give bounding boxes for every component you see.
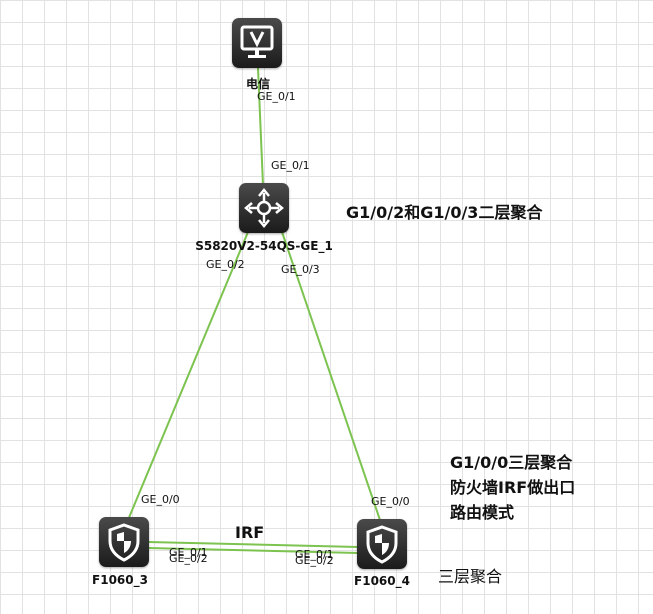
fw4-label: F1060_4 bbox=[354, 574, 410, 588]
link-telecom-switch[interactable] bbox=[257, 67, 264, 186]
port-fw4-up: GE_0/0 bbox=[371, 495, 410, 508]
link-switch-fw4[interactable] bbox=[281, 231, 381, 521]
switch-aggregation-note: G1/0/2和G1/0/3二层聚合 bbox=[346, 203, 543, 222]
switch-label: S5820V2-54QS-GE_1 bbox=[195, 239, 333, 253]
port-fw3-up: GE_0/0 bbox=[141, 493, 180, 506]
link-irf-2[interactable] bbox=[147, 547, 359, 554]
port-switch-left: GE_0/2 bbox=[206, 258, 245, 271]
telecom-label: 电信 bbox=[245, 77, 271, 91]
firewall-note-line2: 防火墙IRF做出口 bbox=[450, 478, 576, 497]
firewall-note-line3: 路由模式 bbox=[450, 503, 515, 522]
port-fw4-irf-1: GE_0/1 bbox=[295, 548, 334, 561]
firewall-shield-icon bbox=[108, 523, 140, 562]
link-switch-fw3[interactable] bbox=[127, 231, 249, 521]
port-fw3-irf-2: GE_0/2 bbox=[169, 552, 208, 565]
firewall-note-line1: G1/0/0三层聚合 bbox=[450, 453, 573, 472]
irf-aggregation-note: 三层聚合 bbox=[438, 567, 503, 586]
port-switch-up: GE_0/1 bbox=[271, 159, 310, 172]
fw4-node[interactable] bbox=[357, 519, 407, 569]
port-fw4-irf-2: GE_0/2 bbox=[295, 554, 334, 567]
switch-node[interactable] bbox=[239, 183, 289, 233]
fw3-node[interactable] bbox=[99, 517, 149, 567]
port-switch-right: GE_0/3 bbox=[281, 263, 320, 276]
firewall-shield-icon bbox=[366, 525, 398, 564]
layer3-switch-icon bbox=[244, 188, 284, 228]
monitor-icon bbox=[240, 25, 274, 58]
fw3-label: F1060_3 bbox=[92, 573, 148, 587]
irf-link-label: IRF bbox=[235, 523, 265, 542]
link-irf-1[interactable] bbox=[147, 541, 359, 548]
port-telecom-down: GE_0/1 bbox=[257, 90, 296, 103]
port-fw3-irf-1: GE_0/1 bbox=[169, 546, 208, 559]
telecom-node[interactable] bbox=[232, 18, 282, 68]
